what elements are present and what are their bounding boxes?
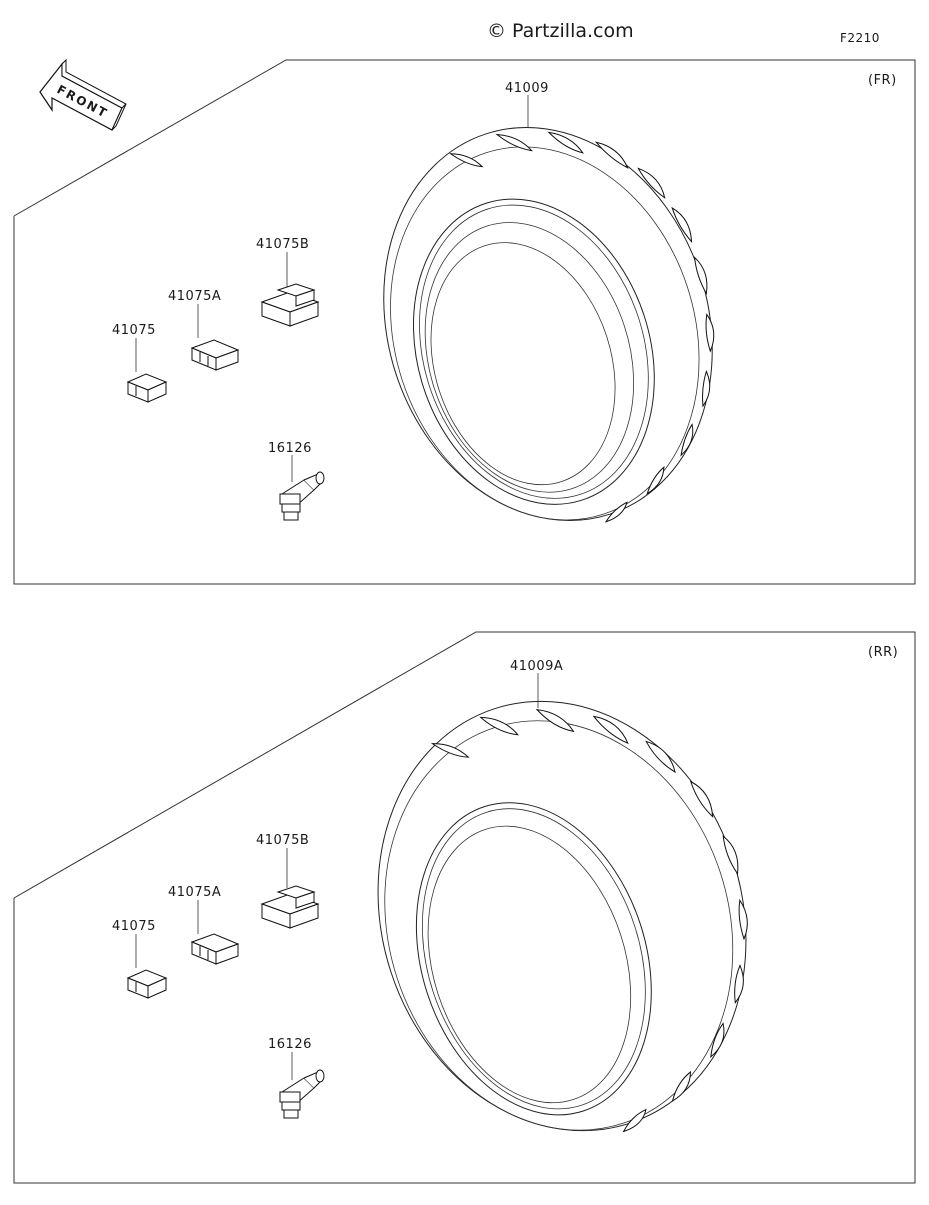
front-weight-b-icon — [260, 283, 320, 327]
rear-weight-icon — [126, 969, 168, 999]
rear-weight-b-icon — [260, 885, 320, 929]
front-weight-a-icon — [190, 339, 240, 371]
diagram-code: F2210 — [840, 31, 880, 45]
rear-weight-b-label: 41075B — [256, 833, 309, 848]
front-weight-b-label: 41075B — [256, 237, 309, 252]
rear-tire-label: 41009A — [510, 659, 563, 674]
front-tire-illustration — [383, 126, 715, 523]
rear-weight-label: 41075 — [112, 919, 156, 934]
panel-front-tag: (FR) — [868, 73, 897, 88]
rear-valve-label: 16126 — [268, 1037, 312, 1052]
front-valve-stem-icon — [279, 471, 325, 521]
panel-rear: (RR) 41009A — [13, 631, 916, 1184]
front-weight-label: 41075 — [112, 323, 156, 338]
front-arrow-icon: FRONT — [39, 58, 127, 131]
panel-front-frame — [13, 59, 916, 585]
panel-front: (FR) 41009 — [13, 59, 916, 585]
front-weight-icon — [126, 373, 168, 403]
rear-tire-illustration — [377, 700, 748, 1133]
front-weight-a-label: 41075A — [168, 289, 221, 304]
panel-rear-tag: (RR) — [868, 645, 898, 660]
front-tire-label: 41009 — [505, 81, 549, 96]
rear-valve-stem-icon — [279, 1069, 325, 1119]
rear-weight-a-label: 41075A — [168, 885, 221, 900]
watermark-text: © Partzilla.com — [487, 20, 634, 42]
front-valve-label: 16126 — [268, 441, 312, 456]
panel-rear-frame — [13, 631, 916, 1184]
rear-weight-a-icon — [190, 933, 240, 965]
